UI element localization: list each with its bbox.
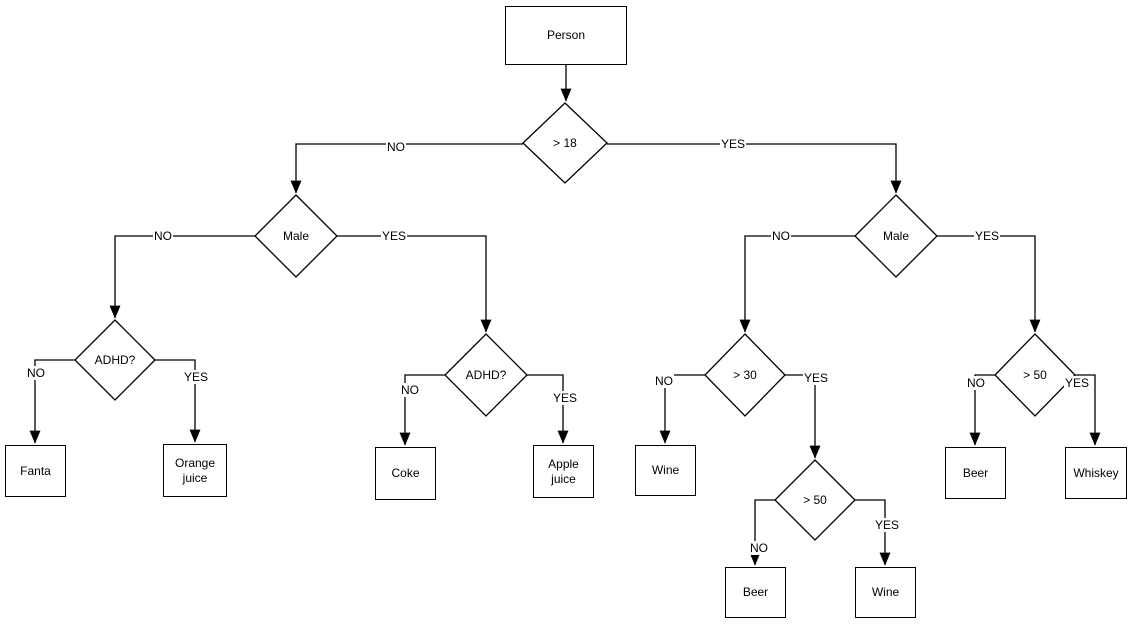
decision-male-over18-shape	[854, 194, 938, 278]
node-orange-juice: Orange juice	[163, 444, 227, 497]
edge-adhd-left-yes	[155, 359, 201, 443]
edge-adhd-right-yes	[527, 374, 569, 444]
node-wine-bottom: Wine	[855, 567, 916, 618]
node-coke: Coke	[375, 447, 436, 500]
decision-adhd-left-shape	[74, 319, 156, 401]
edge-label-age50mid-yes: YES	[873, 518, 901, 532]
node-beer-bottom: Beer	[725, 567, 786, 618]
decision-age18-shape	[522, 102, 608, 184]
edge-age18-no	[290, 143, 523, 194]
edge-label-adhd-left-no: NO	[26, 366, 46, 380]
node-wine-left: Wine	[635, 445, 696, 496]
edge-male-under18-no	[109, 235, 255, 319]
edge-label-age30-no: NO	[654, 374, 674, 388]
edge-label-male-over18-no: NO	[771, 229, 791, 243]
edge-label-age18-no: NO	[386, 140, 406, 154]
decision-age50-mid-shape	[774, 459, 856, 541]
edge-age18-yes	[607, 143, 902, 194]
edge-male-over18-yes	[937, 235, 1041, 333]
edge-age50right-yes	[1075, 374, 1101, 446]
edge-label-age50right-yes: YES	[1063, 376, 1091, 390]
edge-label-age50mid-no: NO	[749, 541, 769, 555]
edge-age50mid-no	[749, 499, 775, 566]
edge-age30-yes	[785, 374, 821, 459]
node-whiskey: Whiskey	[1065, 447, 1127, 499]
node-beer-right: Beer	[945, 447, 1006, 499]
decision-male-under18-shape	[254, 194, 338, 278]
edge-adhd-left-no	[29, 359, 75, 444]
edge-label-adhd-right-no: NO	[400, 383, 420, 397]
edge-age50right-no	[969, 374, 995, 446]
node-apple-juice: Apple juice	[533, 445, 594, 498]
edge-label-age50right-no: NO	[966, 376, 986, 390]
edge-age50mid-yes	[855, 499, 891, 566]
edge-label-age18-yes: YES	[719, 137, 747, 151]
edge-label-age30-yes: YES	[802, 371, 830, 385]
node-fanta: Fanta	[5, 445, 66, 497]
edge-label-adhd-right-yes: YES	[551, 391, 579, 405]
edge-label-male-under18-no: NO	[153, 229, 173, 243]
decision-adhd-right-shape	[444, 333, 528, 417]
edge-adhd-right-no	[399, 374, 445, 446]
edge-label-male-over18-yes: YES	[973, 229, 1001, 243]
node-person: Person	[505, 6, 627, 65]
decision-age30-shape	[704, 333, 786, 417]
edge-male-over18-no	[739, 235, 855, 333]
decision-age50-right-shape	[994, 333, 1076, 417]
edge-male-under18-yes	[337, 235, 492, 333]
edge-label-male-under18-yes: YES	[380, 229, 408, 243]
edge-label-adhd-left-yes: YES	[182, 370, 210, 384]
